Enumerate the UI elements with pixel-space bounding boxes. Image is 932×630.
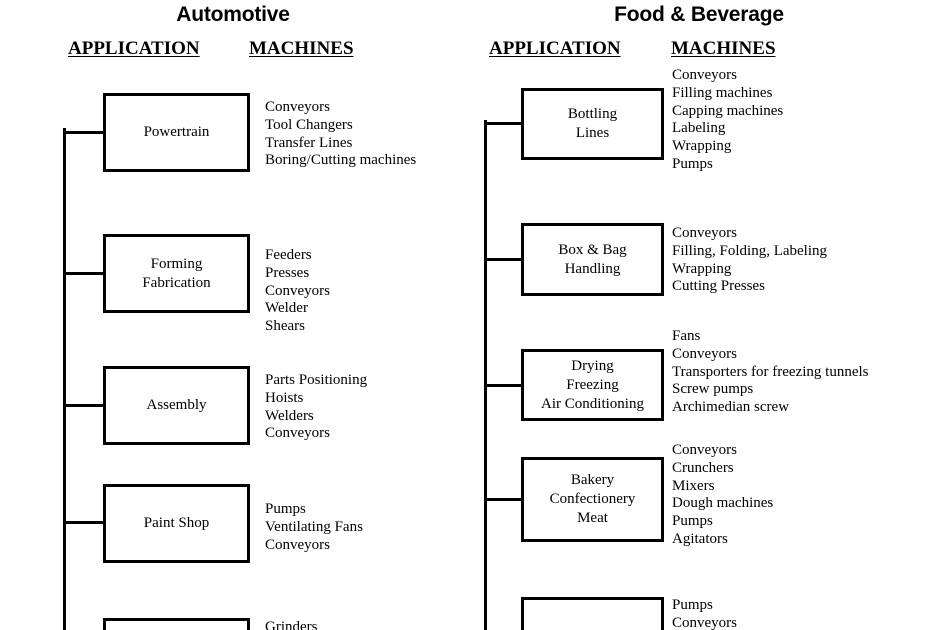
machine-item: Conveyors bbox=[672, 225, 737, 241]
column-header-machines-food-beverage: MACHINES bbox=[671, 38, 776, 59]
machines-list-automotive-5-clipped: Grinders bbox=[265, 619, 318, 630]
node-box-paint-shop[interactable]: Paint Shop bbox=[103, 484, 250, 563]
machine-item: Shears bbox=[265, 318, 305, 335]
column-automotive: Automotive APPLICATION MACHINES Powertra… bbox=[63, 3, 416, 630]
machine-item: Wrapping bbox=[672, 260, 732, 277]
machine-item: Pumps bbox=[672, 155, 713, 172]
node-box-drying-freezing-air-conditioning[interactable]: Drying Freezing Air Conditioning bbox=[521, 349, 664, 421]
column-title-automotive: Automotive bbox=[176, 3, 290, 26]
node-label-forming-fabrication: Forming Fabrication bbox=[142, 255, 211, 291]
machine-item: Wrapping bbox=[672, 138, 732, 155]
machine-item: Welder bbox=[265, 300, 308, 317]
node-label-bakery-confectionery-meat: Bakery Confectionery Meat bbox=[549, 472, 636, 526]
node-box-forming-fabrication[interactable]: Forming Fabrication bbox=[103, 234, 250, 313]
machine-item: Pumps bbox=[672, 513, 713, 530]
machine-item: Filling machines bbox=[672, 84, 773, 101]
machine-item: Conveyors bbox=[265, 536, 330, 553]
machine-item: Mixers bbox=[672, 477, 715, 494]
machine-item: Agitators bbox=[672, 530, 728, 547]
node-label-paint-shop: Paint Shop bbox=[143, 515, 210, 531]
node-label-bottling-lines: Bottling Lines bbox=[567, 106, 618, 141]
column-header-application-automotive: APPLICATION bbox=[68, 38, 200, 59]
machine-item: Conveyors bbox=[672, 67, 737, 83]
connector-stub-automotive-3 bbox=[63, 404, 105, 407]
node-box-assembly[interactable]: Assembly bbox=[103, 366, 250, 445]
node-box-milk-dairy[interactable]: Milk & Dairy bbox=[521, 597, 664, 630]
machine-item: Pumps bbox=[672, 597, 713, 613]
machine-item: Crunchers bbox=[672, 459, 734, 476]
node-label-drying-freezing-air-conditioning: Drying Freezing Air Conditioning bbox=[541, 357, 644, 412]
machine-item: Pumps bbox=[265, 501, 306, 517]
trunk-line-food-beverage bbox=[484, 120, 487, 630]
machine-item: Fans bbox=[672, 328, 701, 344]
machine-item: Feeders bbox=[265, 247, 312, 263]
machine-item: Filling, Folding, Labeling bbox=[672, 242, 828, 259]
connector-stub-food-1 bbox=[484, 122, 524, 125]
machine-item: Screw pumps bbox=[672, 381, 754, 398]
node-label-box-bag-handling: Box & Bag Handling bbox=[558, 241, 627, 277]
machine-item: Transfer Lines bbox=[265, 134, 353, 151]
node-label-assembly: Assembly bbox=[146, 397, 207, 413]
machine-item: Conveyors bbox=[672, 345, 737, 362]
machines-list-drying-freezing-air-conditioning: Fans Conveyors Transporters for freezing… bbox=[672, 328, 868, 417]
node-box-bakery-confectionery-meat[interactable]: Bakery Confectionery Meat bbox=[521, 457, 664, 542]
machine-item: Capping machines bbox=[672, 102, 784, 119]
machine-item: Conveyors bbox=[672, 614, 737, 630]
column-food-beverage: Food & Beverage APPLICATION MACHINES Bot… bbox=[466, 0, 932, 630]
machine-item: Hoists bbox=[265, 389, 304, 406]
machine-item: Welders bbox=[265, 407, 314, 424]
column-header-machines-automotive: MACHINES bbox=[249, 38, 354, 59]
connector-stub-automotive-2 bbox=[63, 272, 105, 275]
machine-item: Conveyors bbox=[265, 99, 330, 115]
machine-item: Labeling bbox=[672, 120, 726, 137]
connector-stub-automotive-4 bbox=[63, 521, 105, 524]
machine-item: Archimedian screw bbox=[672, 399, 790, 416]
node-box-automotive-5-clipped[interactable] bbox=[103, 618, 250, 630]
machine-item: Dough machines bbox=[672, 495, 774, 512]
machine-item: Grinders bbox=[265, 619, 318, 630]
machine-item: Ventilating Fans bbox=[265, 518, 363, 535]
machines-list-assembly: Parts Positioning Hoists Welders Conveyo… bbox=[265, 372, 367, 443]
node-label-powertrain: Powertrain bbox=[143, 124, 210, 140]
machines-list-box-bag-handling: Conveyors Filling, Folding, Labeling Wra… bbox=[672, 225, 827, 296]
machines-list-bottling-lines: Conveyors Filling machines Capping machi… bbox=[672, 67, 783, 174]
node-box-bottling-lines[interactable]: Bottling Lines bbox=[521, 88, 664, 160]
column-header-application-food-beverage: APPLICATION bbox=[489, 38, 621, 59]
machine-item: Boring/Cutting machines bbox=[265, 152, 417, 169]
machines-list-bakery-confectionery-meat: Conveyors Crunchers Mixers Dough machine… bbox=[672, 442, 773, 549]
machine-item: Conveyors bbox=[265, 425, 330, 442]
connector-stub-automotive-1 bbox=[63, 131, 105, 134]
machine-item: Presses bbox=[265, 264, 310, 281]
machine-item: Conveyors bbox=[265, 282, 330, 299]
column-title-food-beverage: Food & Beverage bbox=[614, 3, 784, 26]
connector-stub-food-2 bbox=[484, 258, 524, 261]
machines-list-paint-shop: Pumps Ventilating Fans Conveyors bbox=[265, 501, 363, 554]
machine-item: Conveyors bbox=[672, 442, 737, 458]
machines-list-powertrain: Conveyors Tool Changers Transfer Lines B… bbox=[265, 99, 416, 170]
machine-item: Parts Positioning bbox=[265, 372, 368, 388]
node-box-box-bag-handling[interactable]: Box & Bag Handling bbox=[521, 223, 664, 296]
trunk-line-automotive bbox=[63, 128, 66, 630]
machines-list-milk-dairy: Pumps Conveyors bbox=[672, 597, 737, 630]
connector-stub-food-3 bbox=[484, 384, 524, 387]
machine-item: Transporters for freezing tunnels bbox=[672, 363, 869, 380]
machines-list-forming-fabrication: Feeders Presses Conveyors Welder Shears bbox=[265, 247, 330, 336]
connector-stub-food-4 bbox=[484, 498, 524, 501]
node-box-powertrain[interactable]: Powertrain bbox=[103, 93, 250, 172]
machine-item: Cutting Presses bbox=[672, 278, 765, 295]
machine-item: Tool Changers bbox=[265, 116, 353, 133]
